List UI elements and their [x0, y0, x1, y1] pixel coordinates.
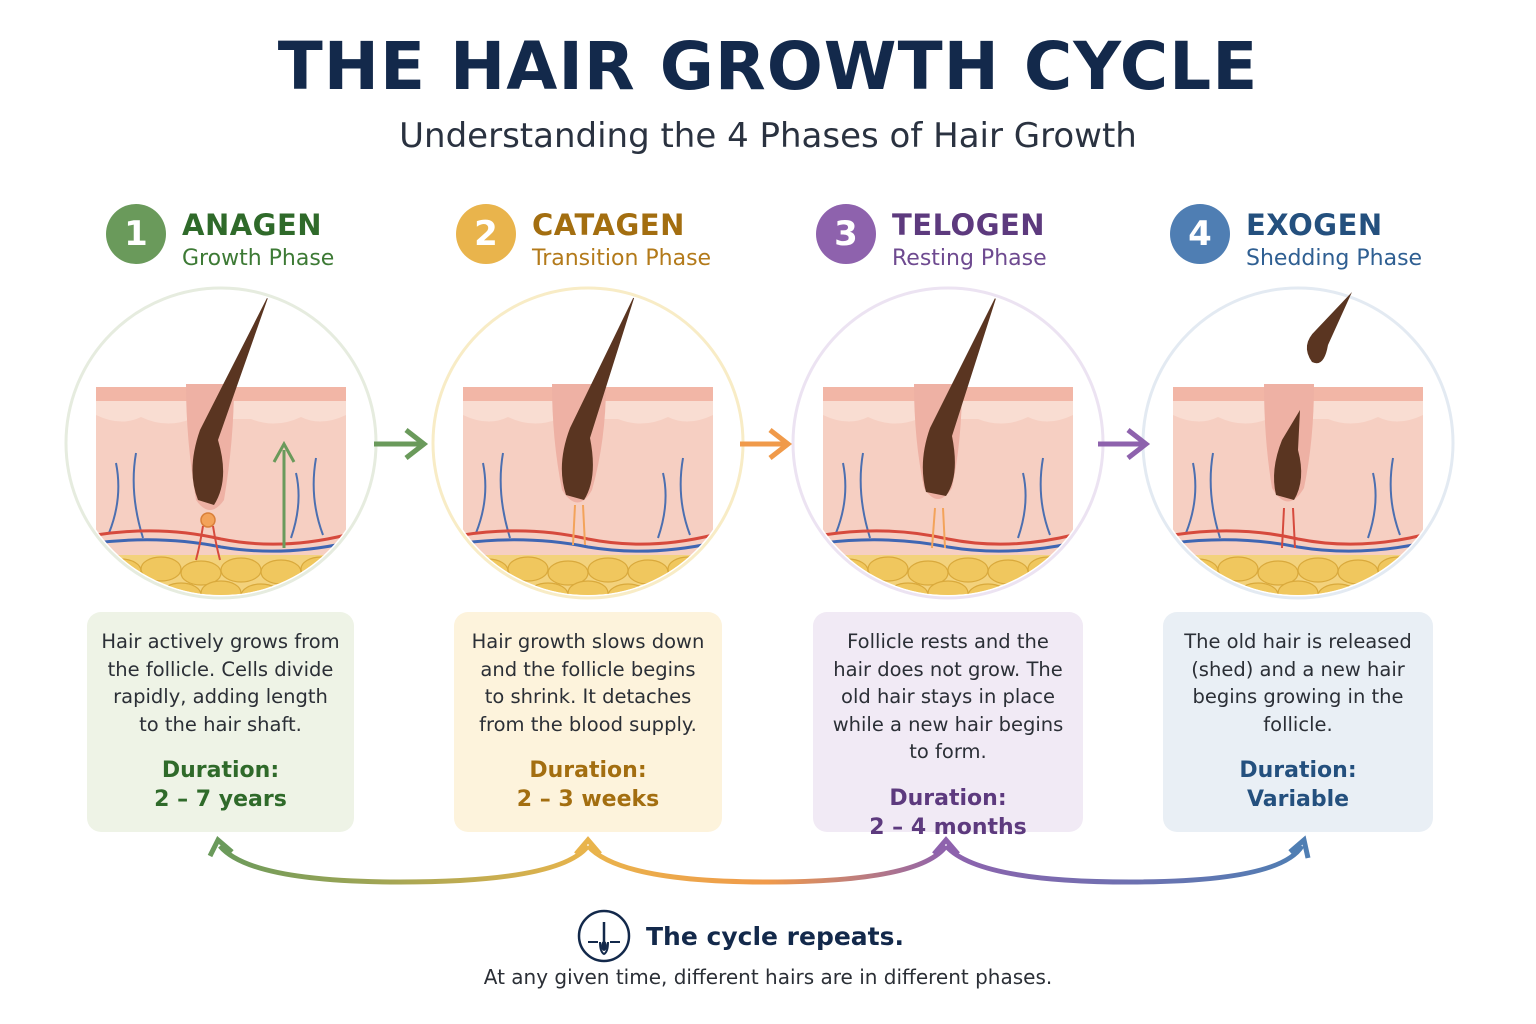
duration-value: 2 – 3 weeks — [516, 787, 660, 812]
phase-number-badge: 2 — [456, 204, 516, 264]
phase-number-badge: 3 — [816, 204, 876, 264]
phase-name: TELOGEN — [892, 208, 1046, 242]
phase-card-catagen: Hair growth slows down and the follicle … — [454, 612, 722, 832]
phase-name: EXOGEN — [1246, 208, 1383, 242]
phase-description: Hair actively grows from the follicle. C… — [101, 630, 340, 736]
phase-name: CATAGEN — [532, 208, 685, 242]
arrow-right-icon — [374, 428, 429, 460]
phase-subtitle: Shedding Phase — [1246, 246, 1423, 271]
footer-note: At any given time, different hairs are i… — [483, 965, 1053, 989]
arrow-up-icon — [574, 836, 602, 856]
phase-number-badge: 4 — [1170, 204, 1230, 264]
arrow-right-icon — [740, 428, 793, 460]
phase-card-exogen: The old hair is released (shed) and a ne… — [1163, 612, 1433, 832]
page-title: THE HAIR GROWTH CYCLE — [277, 28, 1259, 105]
arrow-right-icon — [1098, 428, 1151, 460]
phase-subtitle: Transition Phase — [532, 246, 712, 271]
phase-name: ANAGEN — [182, 208, 323, 242]
arrow-up-icon — [1288, 835, 1311, 859]
phase-subtitle: Growth Phase — [182, 246, 335, 271]
phase-number-badge: 1 — [106, 204, 166, 264]
duration-value: Variable — [1246, 787, 1350, 812]
cycle-arrows — [207, 835, 1311, 885]
hair-follicle-icon — [577, 909, 631, 963]
arrow-up-icon — [932, 836, 960, 856]
duration-value: 2 – 4 months — [869, 814, 1027, 840]
duration-label: Duration: — [161, 758, 280, 783]
duration-value: 2 – 7 years — [154, 787, 287, 812]
duration-label: Duration: — [889, 785, 1007, 811]
phase-card-anagen: Hair actively grows from the follicle. C… — [87, 612, 354, 832]
phase-card-telogen: Follicle rests and the hair does not gro… — [813, 612, 1083, 840]
phase-description: Hair growth slows down and the follicle … — [471, 630, 705, 736]
phase-subtitle: Resting Phase — [892, 246, 1047, 271]
duration-label: Duration: — [1239, 758, 1357, 783]
phase-description: Follicle rests and the hair does not gro… — [832, 630, 1064, 763]
phase-description: The old hair is released (shed) and a ne… — [1184, 630, 1412, 736]
follicle-illustrations — [64, 286, 1455, 600]
footer-title: The cycle repeats. — [646, 922, 905, 951]
page-subtitle: Understanding the 4 Phases of Hair Growt… — [399, 116, 1137, 156]
duration-label: Duration: — [529, 758, 647, 783]
arrow-up-icon — [207, 836, 234, 858]
